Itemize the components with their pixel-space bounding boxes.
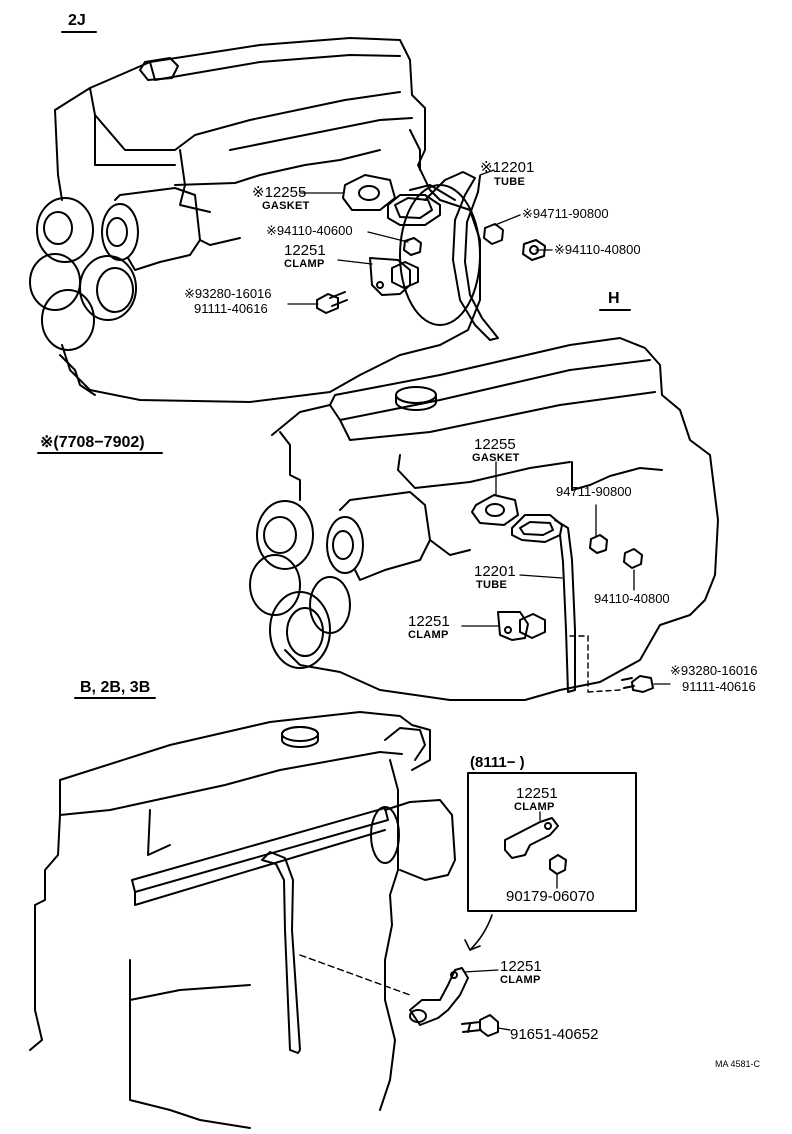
part-number-bolt-b-models: 91651-40652 <box>510 1026 599 1043</box>
part-number-gasket-2j: ※12255 <box>252 184 307 201</box>
section-label-b-models: B, 2B, 3B <box>80 679 151 696</box>
part-number-nut-b-h: 94110-40800 <box>594 591 670 606</box>
illustration-code: MA 4581-C <box>715 1059 761 1069</box>
part-number-clamp-h: 12251 <box>408 613 450 630</box>
part-number-nut-inset: 90179-06070 <box>506 888 595 905</box>
part-number-tube-2j: ※12201 <box>480 159 535 176</box>
part-number-bolt-small-2j: ※94110-40600 <box>266 223 353 238</box>
section-label-date-range: ※(7708−7902) <box>40 434 145 451</box>
part-number-bolt-b-2j: 91111-40616 <box>194 301 268 316</box>
engine-b-drawing <box>29 711 637 1129</box>
part-number-clamp-inset: 12251 <box>516 785 558 802</box>
part-number-nut-a-2j: ※94711-90800 <box>522 206 609 221</box>
section-label-h: H <box>608 290 620 307</box>
engine-h-drawing <box>249 337 719 701</box>
part-name-gasket-h: GASKET <box>472 452 520 464</box>
part-number-bolt-b-h: 91111-40616 <box>682 679 756 694</box>
part-name-tube-h: TUBE <box>476 579 508 591</box>
engine-2j-drawing <box>29 37 553 403</box>
part-number-tube-h: 12201 <box>474 563 516 580</box>
part-name-clamp-2j: CLAMP <box>284 258 325 270</box>
inset-title: (8111− ) <box>470 754 525 771</box>
part-number-nut-a-h: 94711-90800 <box>556 484 632 499</box>
part-number-gasket-h: 12255 <box>474 436 516 453</box>
part-name-gasket-2j: GASKET <box>262 200 310 212</box>
part-number-nut-b-2j: ※94110-40800 <box>554 242 641 257</box>
part-name-clamp-inset: CLAMP <box>514 801 555 813</box>
part-number-bolt-a-2j: ※93280-16016 <box>184 286 272 301</box>
section-label-2j: 2J <box>68 12 86 29</box>
part-name-clamp-b: CLAMP <box>500 974 541 986</box>
part-number-clamp-2j: 12251 <box>284 242 326 259</box>
part-number-clamp-b: 12251 <box>500 958 542 975</box>
part-number-bolt-a-h: ※93280-16016 <box>670 663 758 678</box>
part-name-clamp-h: CLAMP <box>408 629 449 641</box>
part-name-tube-2j: TUBE <box>494 176 526 188</box>
